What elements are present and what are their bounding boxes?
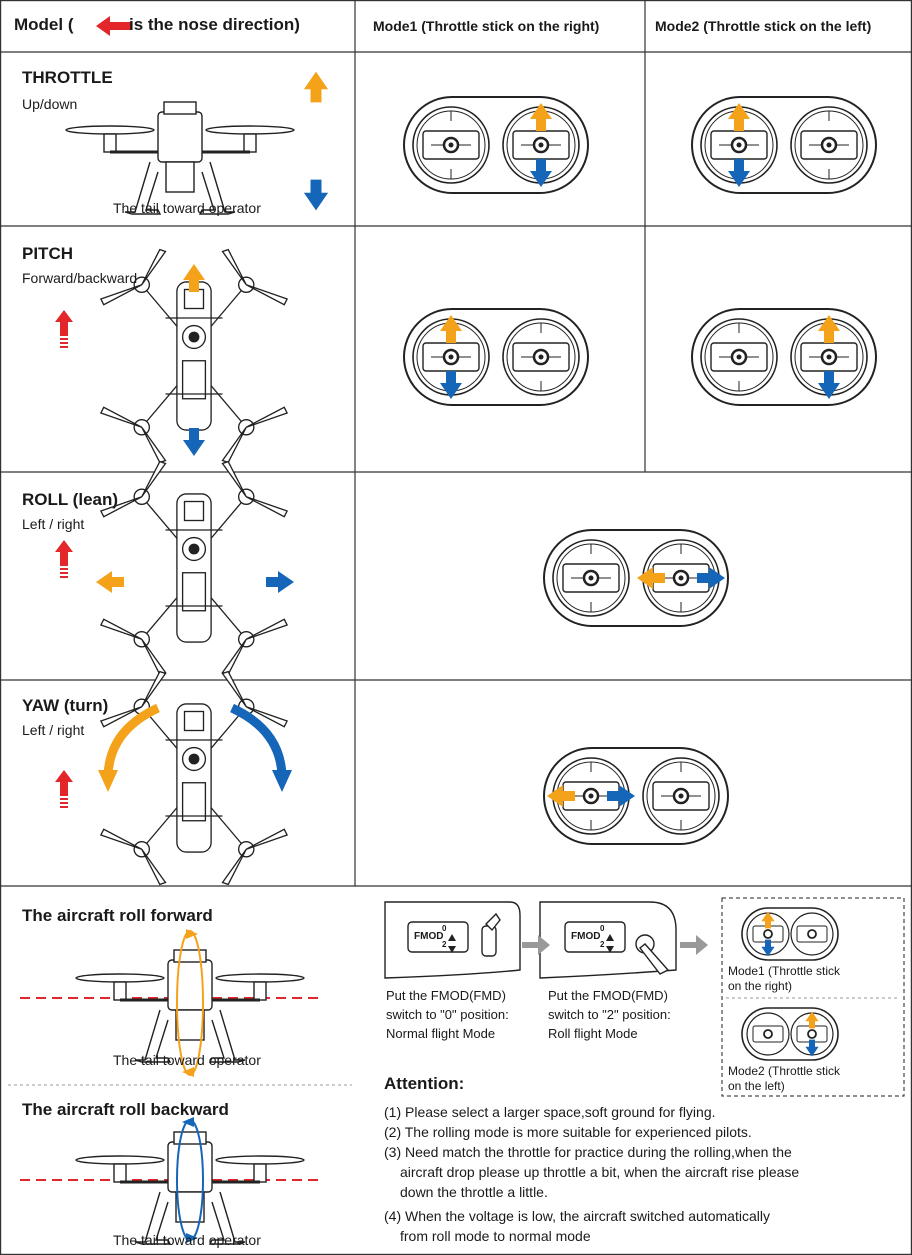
roll-forward-title: The aircraft roll forward: [22, 906, 213, 925]
step1-line: switch to "0" position:: [386, 1007, 509, 1022]
mode1-caption: Mode1 (Throttle stick on the right): [728, 964, 840, 994]
attention-list: (1) Please select a larger space,soft gr…: [384, 1102, 904, 1246]
step1-line: Put the FMOD(FMD): [386, 988, 506, 1003]
mode1-caption-line: Mode1 (Throttle stick: [728, 964, 841, 978]
attention-item: (4) When the voltage is low, the aircraf…: [384, 1208, 770, 1224]
roll-subtitle: Left / right: [22, 516, 85, 532]
fmod-pos2-1: 2: [442, 940, 447, 949]
roll-forward-caption: The tail toward operator: [113, 1052, 261, 1068]
step2-line: switch to "2" position:: [548, 1007, 671, 1022]
step1-line: Normal flight Mode: [386, 1026, 496, 1041]
model-header-suffix: is the nose direction): [128, 15, 300, 34]
mode1-caption-line: on the right): [728, 979, 793, 993]
attention-item: (3) Need match the throttle for practice…: [384, 1144, 792, 1160]
fmod-label-2: FMOD: [571, 931, 601, 942]
fmod-label-1: FMOD: [414, 931, 444, 942]
attention-item: aircraft drop please up throttle a bit, …: [400, 1164, 800, 1180]
model-header: Model ( is the nose direction): [14, 15, 300, 35]
mode1-header: Mode1 (Throttle stick on the right): [373, 18, 600, 34]
fmod-pos2-2: 2: [600, 940, 605, 949]
step2-text: Put the FMOD(FMD) switch to "2" position…: [548, 986, 671, 1043]
pitch-title: PITCH: [22, 244, 73, 263]
roll-backward-caption: The tail toward operator: [113, 1232, 261, 1248]
step2-line: Put the FMOD(FMD): [548, 988, 668, 1003]
mode2-caption-line: Mode2 (Throttle stick: [728, 1064, 841, 1078]
attention-title: Attention:: [384, 1074, 465, 1093]
mode2-caption: Mode2 (Throttle stick on the left): [728, 1064, 840, 1094]
fmod-pos0-1: 0: [442, 924, 447, 933]
roll-backward-title: The aircraft roll backward: [22, 1100, 229, 1119]
yaw-title: YAW (turn): [22, 696, 109, 715]
throttle-caption: The tail toward operator: [113, 200, 261, 216]
step2-line: Roll flight Mode: [548, 1026, 638, 1041]
step1-text: Put the FMOD(FMD) switch to "0" position…: [386, 986, 509, 1043]
mode2-caption-line: on the left): [728, 1079, 785, 1093]
throttle-subtitle: Up/down: [22, 96, 78, 112]
model-header-prefix: Model (: [14, 15, 74, 34]
attention-item: (2) The rolling mode is more suitable fo…: [384, 1124, 752, 1140]
nose-direction-arrow: [96, 16, 132, 36]
mode2-header: Mode2 (Throttle stick on the left): [655, 18, 872, 34]
yaw-subtitle: Left / right: [22, 722, 85, 738]
attention-item: down the throttle a little.: [400, 1184, 548, 1200]
attention-item: from roll mode to normal mode: [400, 1228, 591, 1244]
pitch-subtitle: Forward/backward: [22, 270, 138, 286]
throttle-title: THROTTLE: [22, 68, 113, 87]
attention-item: (1) Please select a larger space,soft gr…: [384, 1104, 716, 1120]
fmod-pos0-2: 0: [600, 924, 605, 933]
roll-title: ROLL (lean): [22, 490, 119, 509]
